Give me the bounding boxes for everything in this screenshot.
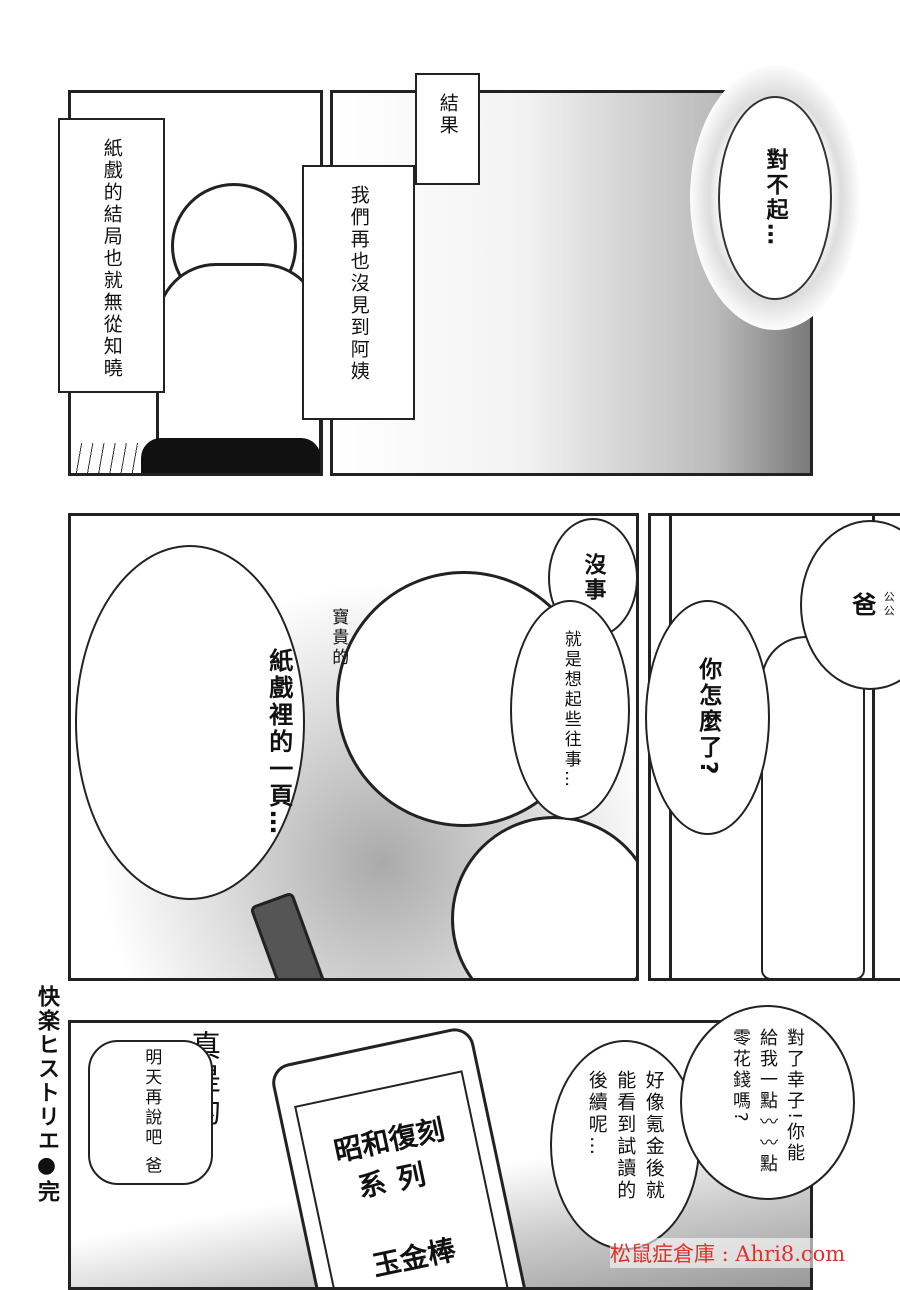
smartphone	[249, 891, 329, 978]
thought-text: 對不起…	[762, 147, 788, 248]
tablet-caption: 玉金棒	[369, 1233, 459, 1283]
speech-bubble-left: 寶貴的 紙戲裡的一頁…	[75, 545, 348, 900]
speech-text: 寶貴的	[328, 608, 349, 668]
speech-bubble-mid: 好像氪金後就能看到試讀的後續呢…	[550, 1040, 700, 1250]
caption-text: 我們再也沒見到阿姨	[347, 185, 370, 383]
speech-text: 爸	[847, 591, 876, 619]
speech-bubble-right: 就是想起些往事…	[510, 600, 630, 820]
speech-text: 對了幸子!你能給我一點〰〰點零花錢嗎?	[730, 1027, 805, 1175]
caption-box-mid: 我們再也沒見到阿姨	[302, 165, 415, 420]
speech-bubble-left: 明天再說吧 爸	[88, 1040, 213, 1185]
speech-text: 你怎麼了?	[694, 657, 721, 778]
pants	[141, 438, 320, 473]
old-man-shoulder	[451, 816, 636, 978]
ruby-text: 公公	[882, 591, 896, 619]
watermark-text: 松鼠症倉庫 : Ahri8.com	[610, 1242, 846, 1266]
speech-text: 就是想起些往事…	[560, 630, 581, 790]
speech-text: 沒事	[580, 553, 606, 603]
title-text: 快楽ヒストリエ●完	[34, 985, 59, 1204]
speech-bubble-right: 對了幸子!你能給我一點〰〰點零花錢嗎?	[680, 1005, 855, 1200]
speech-text: 好像氪金後就能看到試讀的後續呢…	[585, 1070, 665, 1202]
speech-text: 明天再說吧 爸	[141, 1048, 162, 1177]
caption-text: 結果	[436, 93, 459, 137]
caption-box-left: 紙戲的結局也就無從知曉	[58, 118, 165, 393]
watermark: 松鼠症倉庫 : Ahri8.com	[610, 1238, 846, 1268]
chapter-end-title: 快楽ヒストリエ●完	[30, 985, 66, 1208]
speech-text: 紙戲裡的一頁…	[264, 648, 293, 837]
woman	[761, 636, 865, 978]
caption-text: 紙戲的結局也就無從知曉	[100, 138, 123, 380]
caption-box-top: 結果	[415, 73, 480, 185]
speech-bubble-mid: 你怎麼了?	[645, 600, 770, 835]
panel-1-left	[68, 90, 323, 476]
thought-bubble: 對不起…	[690, 65, 860, 330]
floor	[71, 443, 151, 473]
